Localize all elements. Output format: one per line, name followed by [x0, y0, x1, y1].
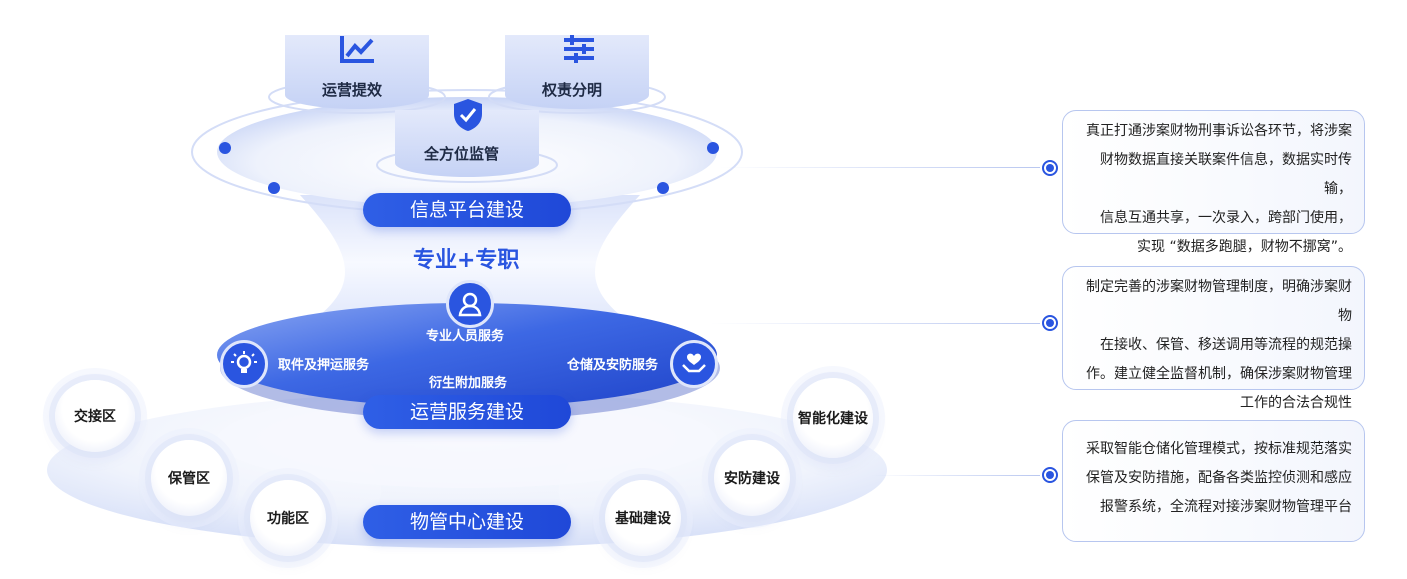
top-item-jianguan: 全方位监管: [424, 145, 500, 163]
layer-info-platform: 信息平台建设: [363, 193, 571, 227]
sliders-icon: [564, 35, 594, 63]
lightbulb-icon: [220, 340, 268, 388]
connector-line-3: [870, 475, 1040, 476]
callout-line: 制定完善的涉案财物管理制度，明确涉案财物: [1086, 279, 1352, 324]
zone-security: 安防建设: [714, 440, 790, 516]
connector-line-1: [720, 167, 1040, 168]
callout-dot-2: [1042, 315, 1058, 331]
callout-line: 保管及安防措施，配备各类监控侦测和感应: [1086, 470, 1352, 486]
heart-hand-icon: [670, 340, 718, 388]
callout-line: 在接收、保管、移送调用等流程的规范操: [1100, 337, 1352, 353]
shield-check-icon: [454, 99, 482, 131]
callout-line: 报警系统，全流程对接涉案财物管理平台: [1100, 499, 1352, 515]
callout-line: 财物数据直接关联案件信息，数据实时传输，: [1100, 152, 1352, 197]
zone-intelligent: 智能化建设: [793, 378, 873, 458]
cylinder-yunying: [268, 35, 446, 114]
center-disc-inner: [217, 392, 717, 488]
middle-title: 专业+专职: [413, 248, 520, 273]
zone-function: 功能区: [250, 480, 326, 556]
service-pickup: 取件及押运服务: [278, 358, 370, 373]
callout-dot-1: [1042, 160, 1058, 176]
disc-dot: [707, 142, 719, 154]
callout-line: 采取智能仓储化管理模式，按标准规范落实: [1086, 441, 1352, 457]
service-derived: 衍生附加服务: [429, 376, 508, 391]
layer-ops-service: 运营服务建设: [363, 395, 571, 429]
callout-ops-service: 制定完善的涉案财物管理制度，明确涉案财物 在接收、保管、移送调用等流程的规范操 …: [1062, 266, 1365, 411]
callout-info-platform: 真正打通涉案财物刑事诉讼各环节，将涉案 财物数据直接关联案件信息，数据实时传输，…: [1062, 110, 1365, 255]
disc-dot: [268, 182, 280, 194]
zone-storage: 保管区: [151, 440, 227, 516]
chart-trend-icon: [340, 36, 374, 63]
disc-dot: [657, 182, 669, 194]
callout-line: 工作的合法合规性: [1240, 395, 1352, 411]
callout-line: 信息互通共享，一次录入，跨部门使用，: [1100, 210, 1352, 226]
service-storage: 仓储及安防服务: [567, 358, 659, 373]
top-item-quanze: 权责分明: [542, 81, 603, 99]
zone-handover: 交接区: [55, 380, 135, 452]
connector-line-2: [710, 323, 1040, 324]
hourglass-column: [300, 195, 640, 330]
callout-dot-3: [1042, 467, 1058, 483]
callout-line: 真正打通涉案财物刑事诉讼各环节，将涉案: [1086, 123, 1352, 139]
cylinder-jianguan: [376, 110, 558, 183]
cylinder-quanze: [488, 35, 666, 114]
callout-line: 作。建立健全监督机制，确保涉案财物管理: [1086, 366, 1352, 382]
top-item-yunying: 运营提效: [322, 81, 383, 99]
layer-center: 物管中心建设: [363, 505, 571, 539]
service-personnel: 专业人员服务: [426, 329, 505, 344]
zone-infrastructure: 基础建设: [605, 480, 681, 556]
ops-disc: [217, 303, 717, 407]
personnel-service-icon: [446, 280, 494, 328]
callout-line: 实现 “数据多跑腿，财物不挪窝”。: [1137, 239, 1352, 255]
disc-dot: [219, 142, 231, 154]
callout-center: 采取智能仓储化管理模式，按标准规范落实 保管及安防措施，配备各类监控侦测和感应 …: [1062, 420, 1365, 542]
